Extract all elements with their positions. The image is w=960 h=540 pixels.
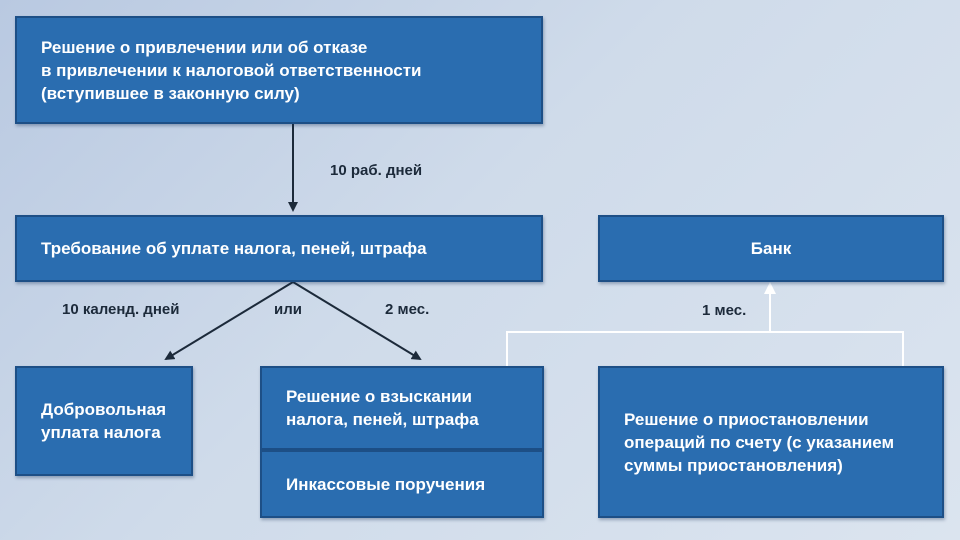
- suspension-decision-box: Решение о приостановлении операций по сч…: [598, 366, 944, 518]
- arrow-requirement-to-collection: [292, 281, 422, 361]
- label-or: или: [274, 301, 302, 318]
- bank-box: Банк: [598, 215, 944, 282]
- collection-orders-box: Инкассовые поручения: [260, 450, 544, 518]
- label-ten-calendar-days: 10 календ. дней: [62, 301, 180, 318]
- label-one-month: 1 мес.: [702, 302, 747, 319]
- collection-orders-text: Инкассовые поручения: [286, 474, 486, 494]
- bank-text: Банк: [750, 239, 792, 258]
- collection-decision-box: Решение о взыскании налога, пеней, штраф…: [260, 366, 544, 450]
- decision-box: Решение о привлечении или об отказе в пр…: [15, 16, 543, 124]
- suspension-decision-text: Решение о приостановлении операций по сч…: [624, 409, 895, 475]
- connector-to-bank: [506, 331, 904, 366]
- requirement-box: Требование об уплате налога, пеней, штра…: [15, 215, 543, 282]
- decision-text: Решение о привлечении или об отказе в пр…: [41, 37, 422, 103]
- voluntary-payment-box: Добровольная уплата налога: [15, 366, 193, 476]
- collection-decision-text: Решение о взыскании налога, пеней, штраф…: [286, 387, 479, 429]
- voluntary-payment-text: Добровольная уплата налога: [41, 400, 167, 442]
- requirement-text: Требование об уплате налога, пеней, штра…: [41, 239, 427, 258]
- label-two-months: 2 мес.: [385, 301, 430, 318]
- arrow-requirement-to-voluntary: [164, 281, 294, 361]
- label-ten-work-days: 10 раб. дней: [330, 162, 423, 179]
